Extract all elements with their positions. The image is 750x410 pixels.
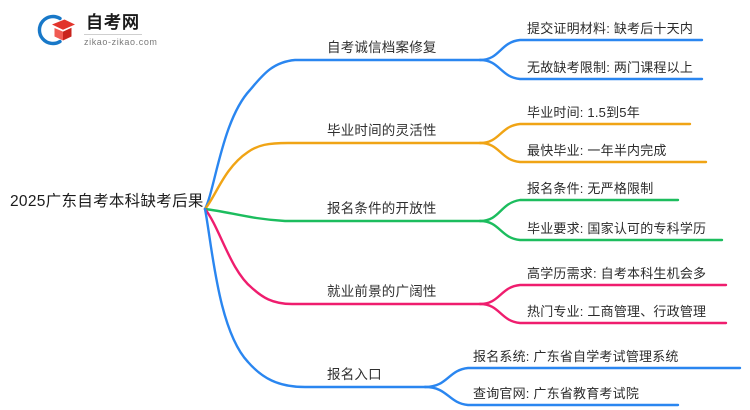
leaf-label-1-2[interactable]: 无故缺考限制: 两门课程以上	[527, 60, 694, 75]
branch-label-2[interactable]: 毕业时间的灵活性	[327, 123, 437, 138]
branch-label-5[interactable]: 报名入口	[327, 367, 382, 382]
site-logo: 自考网 zikao-zikao.com	[30, 12, 158, 48]
branch-label-4[interactable]: 就业前景的广阔性	[327, 284, 437, 299]
logo-domain: zikao-zikao.com	[84, 36, 158, 47]
logo-title: 自考网	[84, 14, 142, 35]
branch-label-3[interactable]: 报名条件的开放性	[327, 201, 437, 216]
leaf-label-3-1[interactable]: 报名条件: 无严格限制	[527, 181, 654, 196]
leaf-label-4-1[interactable]: 高学历需求: 自考本科生机会多	[527, 266, 707, 281]
leaf-label-5-1[interactable]: 报名系统: 广东省自学考试管理系统	[473, 349, 679, 364]
leaf-label-2-2[interactable]: 最快毕业: 一年半内完成	[527, 143, 667, 158]
mindmap-root-title[interactable]: 2025广东自考本科缺考后果	[10, 193, 204, 210]
leaf-label-5-2[interactable]: 查询官网: 广东省教育考试院	[473, 386, 640, 401]
graduation-cap-logo-icon	[30, 12, 76, 48]
leaf-label-2-1[interactable]: 毕业时间: 1.5到5年	[527, 105, 640, 120]
leaf-label-3-2[interactable]: 毕业要求: 国家认可的专科学历	[527, 221, 707, 236]
branch-label-1[interactable]: 自考诚信档案修复	[327, 40, 437, 55]
leaf-label-4-2[interactable]: 热门专业: 工商管理、行政管理	[527, 304, 707, 319]
leaf-label-1-1[interactable]: 提交证明材料: 缺考后十天内	[527, 21, 694, 36]
